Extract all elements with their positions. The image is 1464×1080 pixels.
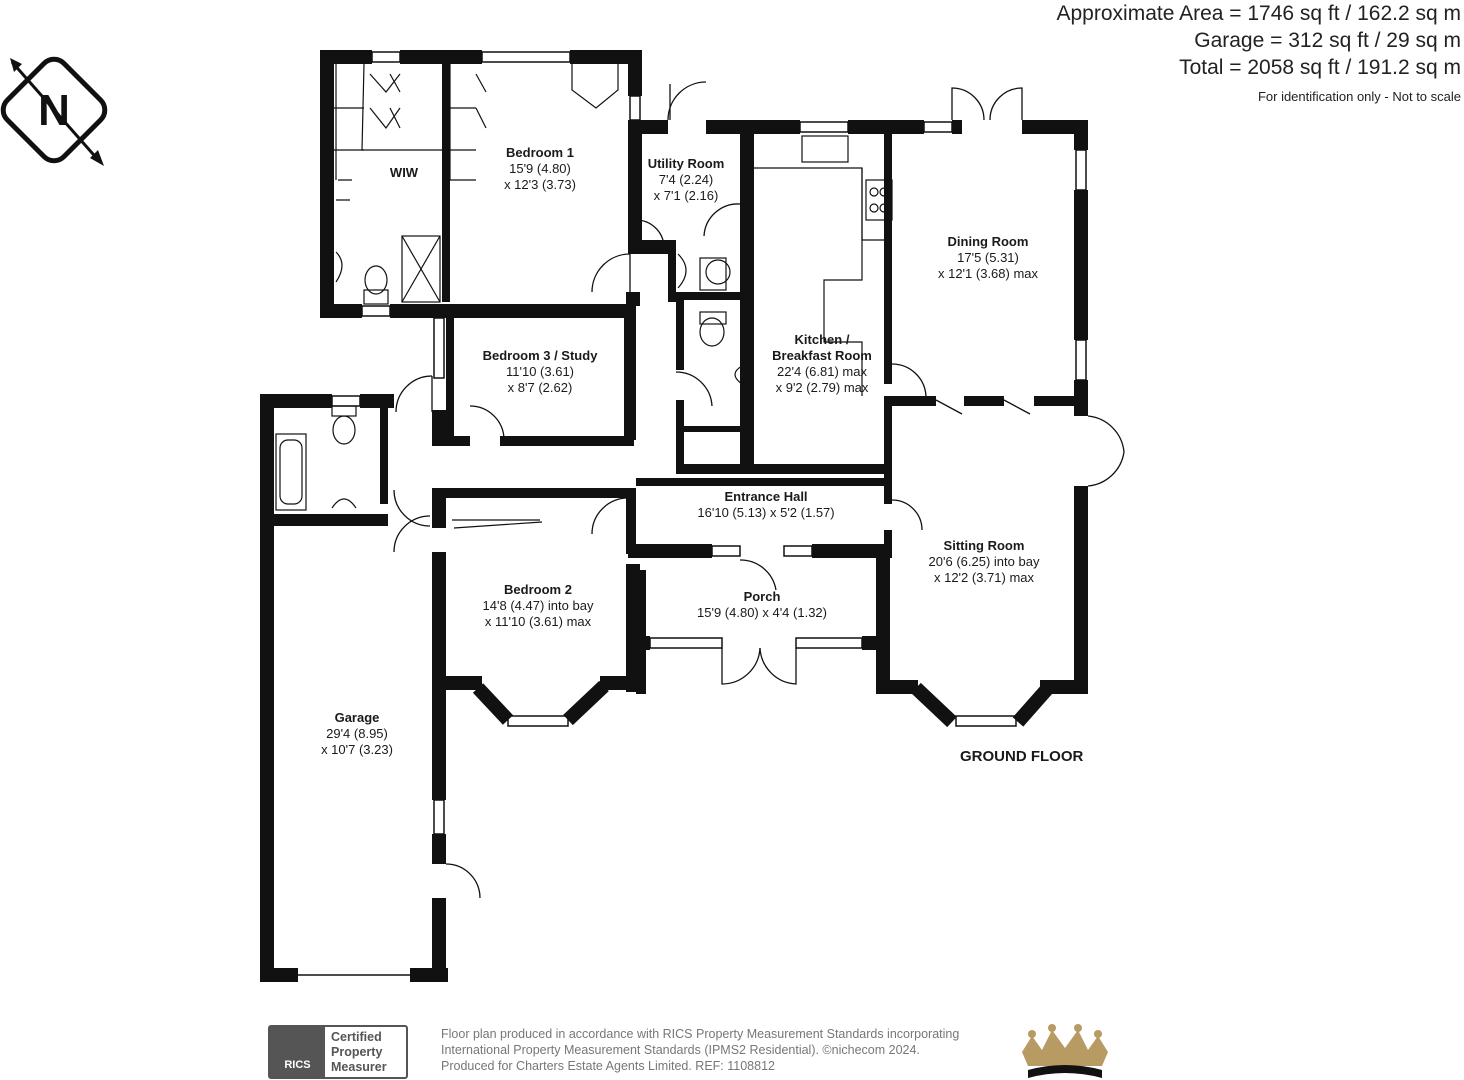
approximate-area: Approximate Area = 1746 sq ft / 162.2 sq… [1056, 2, 1462, 25]
room-name: Utility Room [647, 156, 725, 171]
total-area: Total = 2058 sq ft / 191.2 sq m [1179, 56, 1461, 79]
room-dimension: 20'6 (6.25) into bay [928, 554, 1040, 569]
room-dimension: 15'9 (4.80) x 4'4 (1.32) [697, 605, 827, 620]
room-sitting: Sitting Room 20'6 (6.25) into bay x 12'2… [929, 538, 1040, 586]
floor-label: GROUND FLOOR [960, 748, 1084, 765]
room-dimension: 17'5 (5.31) [957, 250, 1019, 265]
room-name: Breakfast Room [772, 348, 872, 363]
cert-line: Measurer [331, 1060, 387, 1074]
room-name: Entrance Hall [724, 489, 808, 504]
room-wiw: WIW [390, 165, 418, 181]
room-dimension: 14'8 (4.47) into bay [482, 598, 594, 613]
rics-logo: RICS [270, 1027, 325, 1077]
room-entrance-hall: Entrance Hall 16'10 (5.13) x 5'2 (1.57) [697, 489, 834, 521]
cert-line: Certified [331, 1030, 382, 1044]
room-name: Sitting Room [943, 538, 1025, 553]
room-bedroom-3: Bedroom 3 / Study 11'10 (3.61) x 8'7 (2.… [483, 348, 598, 396]
room-dimension: x 12'3 (3.73) [504, 177, 576, 192]
room-dimension: 7'4 (2.24) [658, 172, 714, 187]
room-name: Bedroom 3 / Study [482, 348, 598, 363]
room-dimension: x 10'7 (3.23) [321, 742, 393, 757]
room-bedroom-2: Bedroom 2 14'8 (4.47) into bay x 11'10 (… [483, 582, 594, 630]
room-dimension: 16'10 (5.13) x 5'2 (1.57) [697, 505, 835, 520]
compass-letter: N [38, 86, 70, 135]
room-dimension: x 8'7 (2.62) [507, 380, 573, 395]
room-name: Bedroom 2 [504, 582, 572, 597]
windows [298, 51, 1087, 976]
footer-note: Floor plan produced in accordance with R… [441, 1026, 959, 1074]
room-dimension: 11'10 (3.61) [505, 364, 575, 379]
room-utility: Utility Room 7'4 (2.24) x 7'1 (2.16) [648, 156, 725, 204]
garage-area: Garage = 312 sq ft / 29 sq m [1194, 29, 1461, 52]
room-name: Porch [743, 589, 781, 604]
rics-badge: RICS Certified Property Measurer [268, 1025, 408, 1079]
room-dimension: 29'4 (8.95) [326, 726, 388, 741]
rics-label: RICS [284, 1059, 311, 1071]
room-dimension: 15'9 (4.80) [509, 161, 571, 176]
door-swings [393, 81, 1125, 899]
room-dimension: x 12'2 (3.71) max [933, 570, 1035, 585]
room-name: Dining Room [947, 234, 1029, 249]
fixtures [275, 63, 893, 529]
room-dimension: 22'4 (6.81) max [777, 364, 867, 379]
disclaimer: For identification only - Not to scale [1257, 89, 1461, 104]
certified-measurer: Certified Property Measurer [325, 1027, 406, 1077]
room-garage: Garage 29'4 (8.95) x 10'7 (3.23) [321, 710, 393, 758]
room-name: Garage [334, 710, 380, 725]
room-dimension: x 9'2 (2.79) max [775, 380, 869, 395]
room-kitchen: Kitchen / Breakfast Room 22'4 (6.81) max… [772, 332, 872, 396]
footer-line: Produced for Charters Estate Agents Limi… [441, 1059, 775, 1073]
cert-line: Property [331, 1045, 383, 1059]
room-porch: Porch 15'9 (4.80) x 4'4 (1.32) [697, 589, 827, 621]
room-bedroom-1: Bedroom 1 15'9 (4.80) x 12'3 (3.73) [504, 145, 576, 193]
walls [260, 50, 1088, 982]
footer-line: Floor plan produced in accordance with R… [441, 1027, 960, 1041]
footer-line: International Property Measurement Stand… [441, 1043, 920, 1057]
room-dimension: x 12'1 (3.68) max [937, 266, 1039, 281]
bay-windows [472, 680, 1054, 728]
crown-logo-icon [1022, 1024, 1108, 1078]
room-name: Bedroom 1 [506, 145, 574, 160]
room-dining: Dining Room 17'5 (5.31) x 12'1 (3.68) ma… [938, 234, 1038, 282]
room-name: Kitchen / [794, 332, 850, 347]
room-dimension: x 7'1 (2.16) [653, 188, 719, 203]
room-name: WIW [389, 165, 419, 180]
room-dimension: x 11'10 (3.61) max [484, 614, 592, 629]
compass-icon: N [0, 56, 108, 166]
